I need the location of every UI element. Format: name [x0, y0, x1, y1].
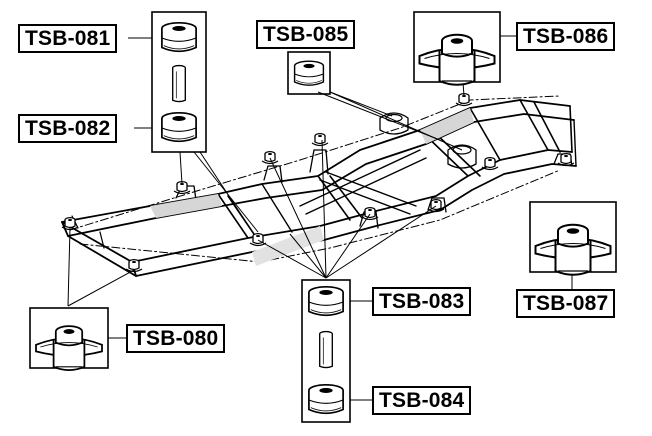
part-tsb-083-084-sleeve	[319, 330, 333, 369]
part-tsb-081-barrel	[161, 21, 197, 53]
frame-mount-points	[61, 92, 575, 273]
part-tsb-083-barrel	[308, 285, 344, 317]
label-tsb-086: TSB-086	[516, 22, 616, 51]
part-tsb-085-bushing	[293, 60, 325, 86]
label-tsb-083: TSB-083	[372, 287, 472, 316]
label-tsb-082: TSB-082	[18, 114, 118, 143]
part-tsb-080-mount	[35, 325, 103, 371]
part-tsb-082-barrel	[161, 111, 197, 143]
chassis-frame	[61, 95, 577, 277]
label-tsb-084: TSB-084	[372, 386, 472, 415]
part-tsb-086-mount	[418, 33, 496, 86]
leader-lines	[67, 35, 573, 401]
part-tsb-081-082-sleeve	[172, 64, 186, 103]
box-tsb-085	[287, 51, 331, 95]
label-tsb-081: TSB-081	[18, 24, 118, 53]
part-tsb-084-barrel	[308, 383, 344, 415]
label-tsb-087: TSB-087	[516, 289, 616, 318]
part-tsb-087-mount	[534, 223, 612, 276]
box-tsb-081-082	[151, 11, 207, 153]
label-tsb-080: TSB-080	[126, 324, 226, 353]
label-tsb-085: TSB-085	[256, 20, 356, 49]
box-tsb-083-084	[301, 279, 351, 423]
